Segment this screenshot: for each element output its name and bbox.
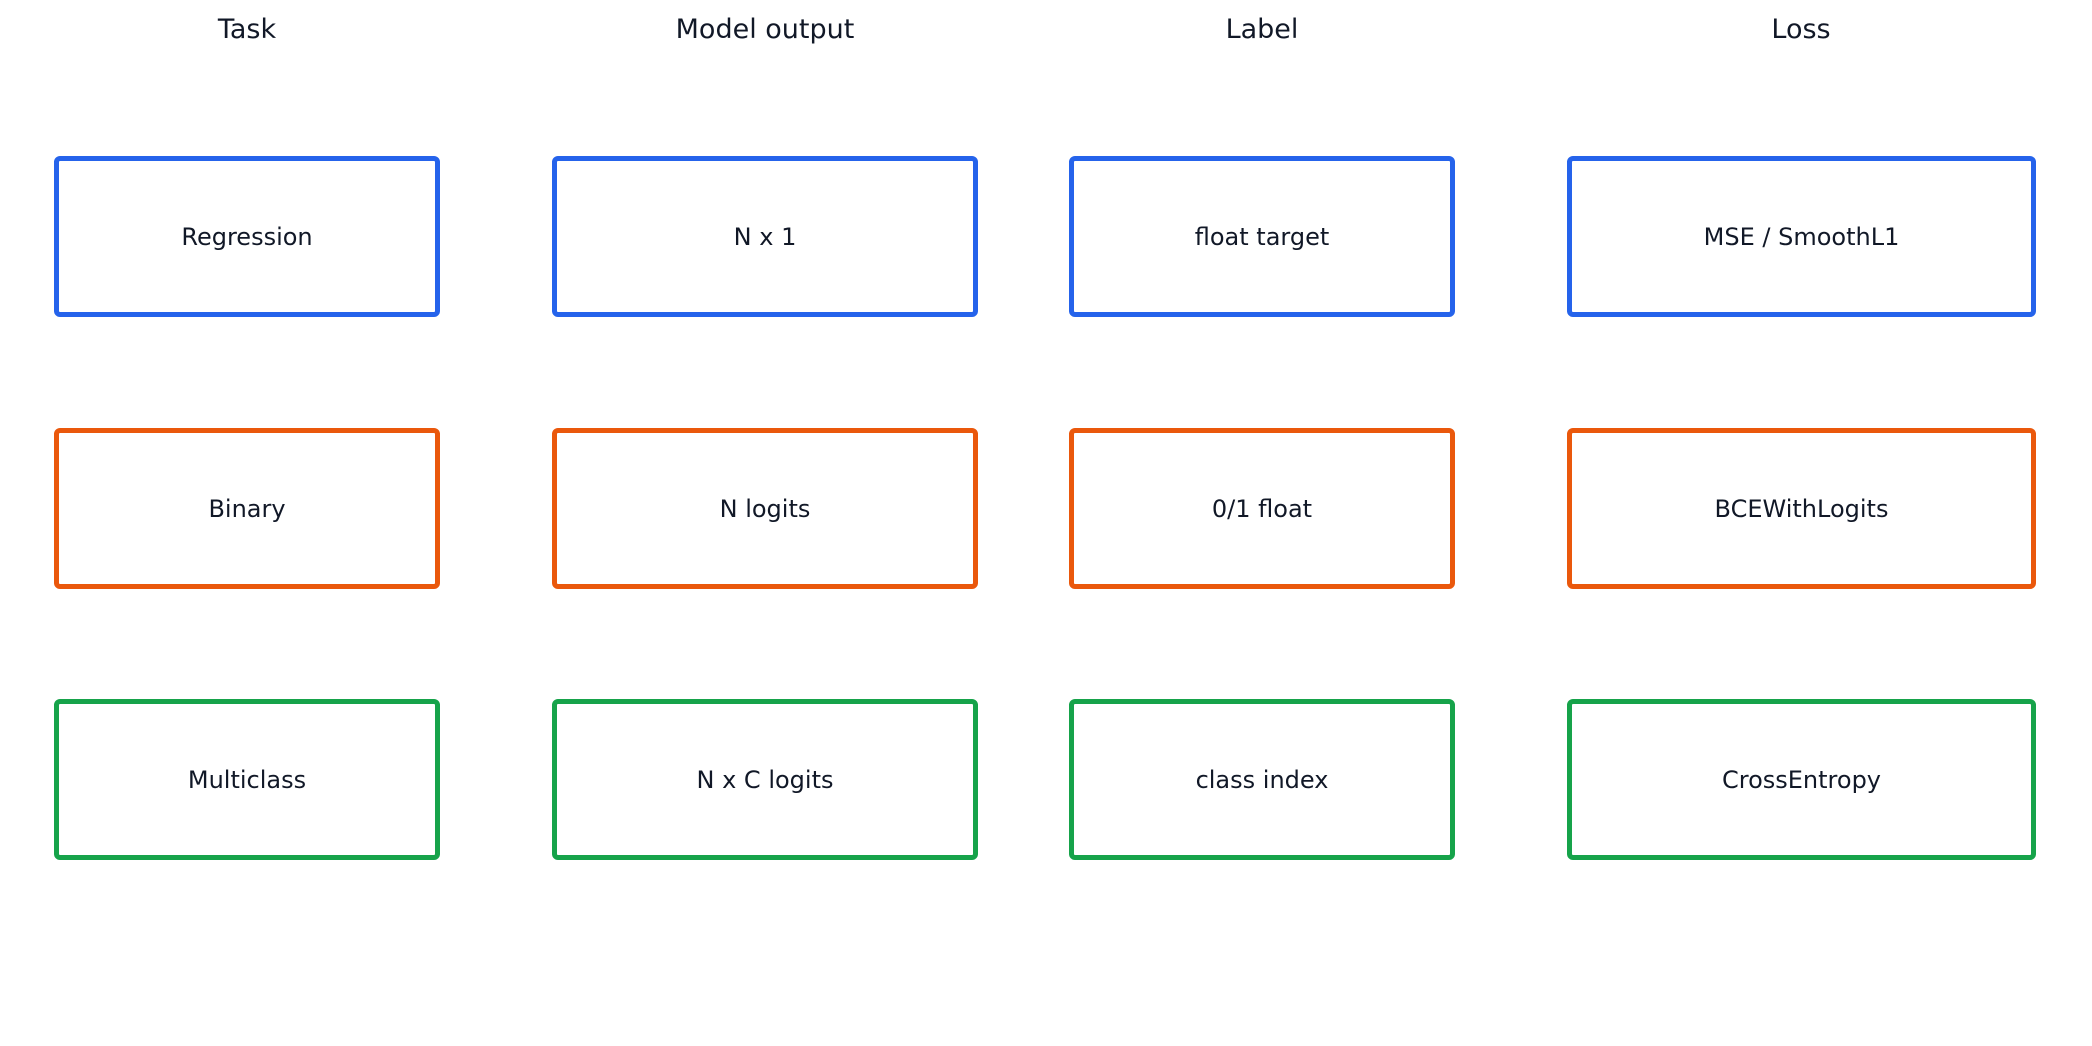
regression-output-label: N x 1 bbox=[733, 222, 797, 251]
binary-task-box: Binary bbox=[54, 428, 440, 589]
column-header-model-output: Model output bbox=[675, 14, 855, 45]
regression-label-text: float target bbox=[1194, 222, 1330, 251]
binary-label-box: 0/1 float bbox=[1069, 428, 1455, 589]
binary-loss-label: BCEWithLogits bbox=[1714, 494, 1889, 523]
multiclass-label-box: class index bbox=[1069, 699, 1455, 860]
multiclass-output-label: N x C logits bbox=[696, 765, 834, 794]
column-header-loss: Loss bbox=[1771, 14, 1831, 45]
regression-label-box: float target bbox=[1069, 156, 1455, 317]
multiclass-task-label: Multiclass bbox=[187, 765, 307, 794]
binary-output-box: N logits bbox=[552, 428, 978, 589]
multiclass-loss-label: CrossEntropy bbox=[1721, 765, 1882, 794]
column-header-label: Label bbox=[1225, 14, 1299, 45]
regression-task-box: Regression bbox=[54, 156, 440, 317]
multiclass-loss-box: CrossEntropy bbox=[1567, 699, 2036, 860]
binary-label-text: 0/1 float bbox=[1211, 494, 1313, 523]
regression-task-label: Regression bbox=[181, 222, 313, 251]
binary-loss-box: BCEWithLogits bbox=[1567, 428, 2036, 589]
regression-loss-box: MSE / SmoothL1 bbox=[1567, 156, 2036, 317]
multiclass-label-text: class index bbox=[1195, 765, 1329, 794]
multiclass-task-box: Multiclass bbox=[54, 699, 440, 860]
binary-output-label: N logits bbox=[719, 494, 811, 523]
regression-output-box: N x 1 bbox=[552, 156, 978, 317]
column-header-task: Task bbox=[217, 14, 277, 45]
regression-loss-label: MSE / SmoothL1 bbox=[1703, 222, 1900, 251]
binary-task-label: Binary bbox=[208, 494, 286, 523]
multiclass-output-box: N x C logits bbox=[552, 699, 978, 860]
